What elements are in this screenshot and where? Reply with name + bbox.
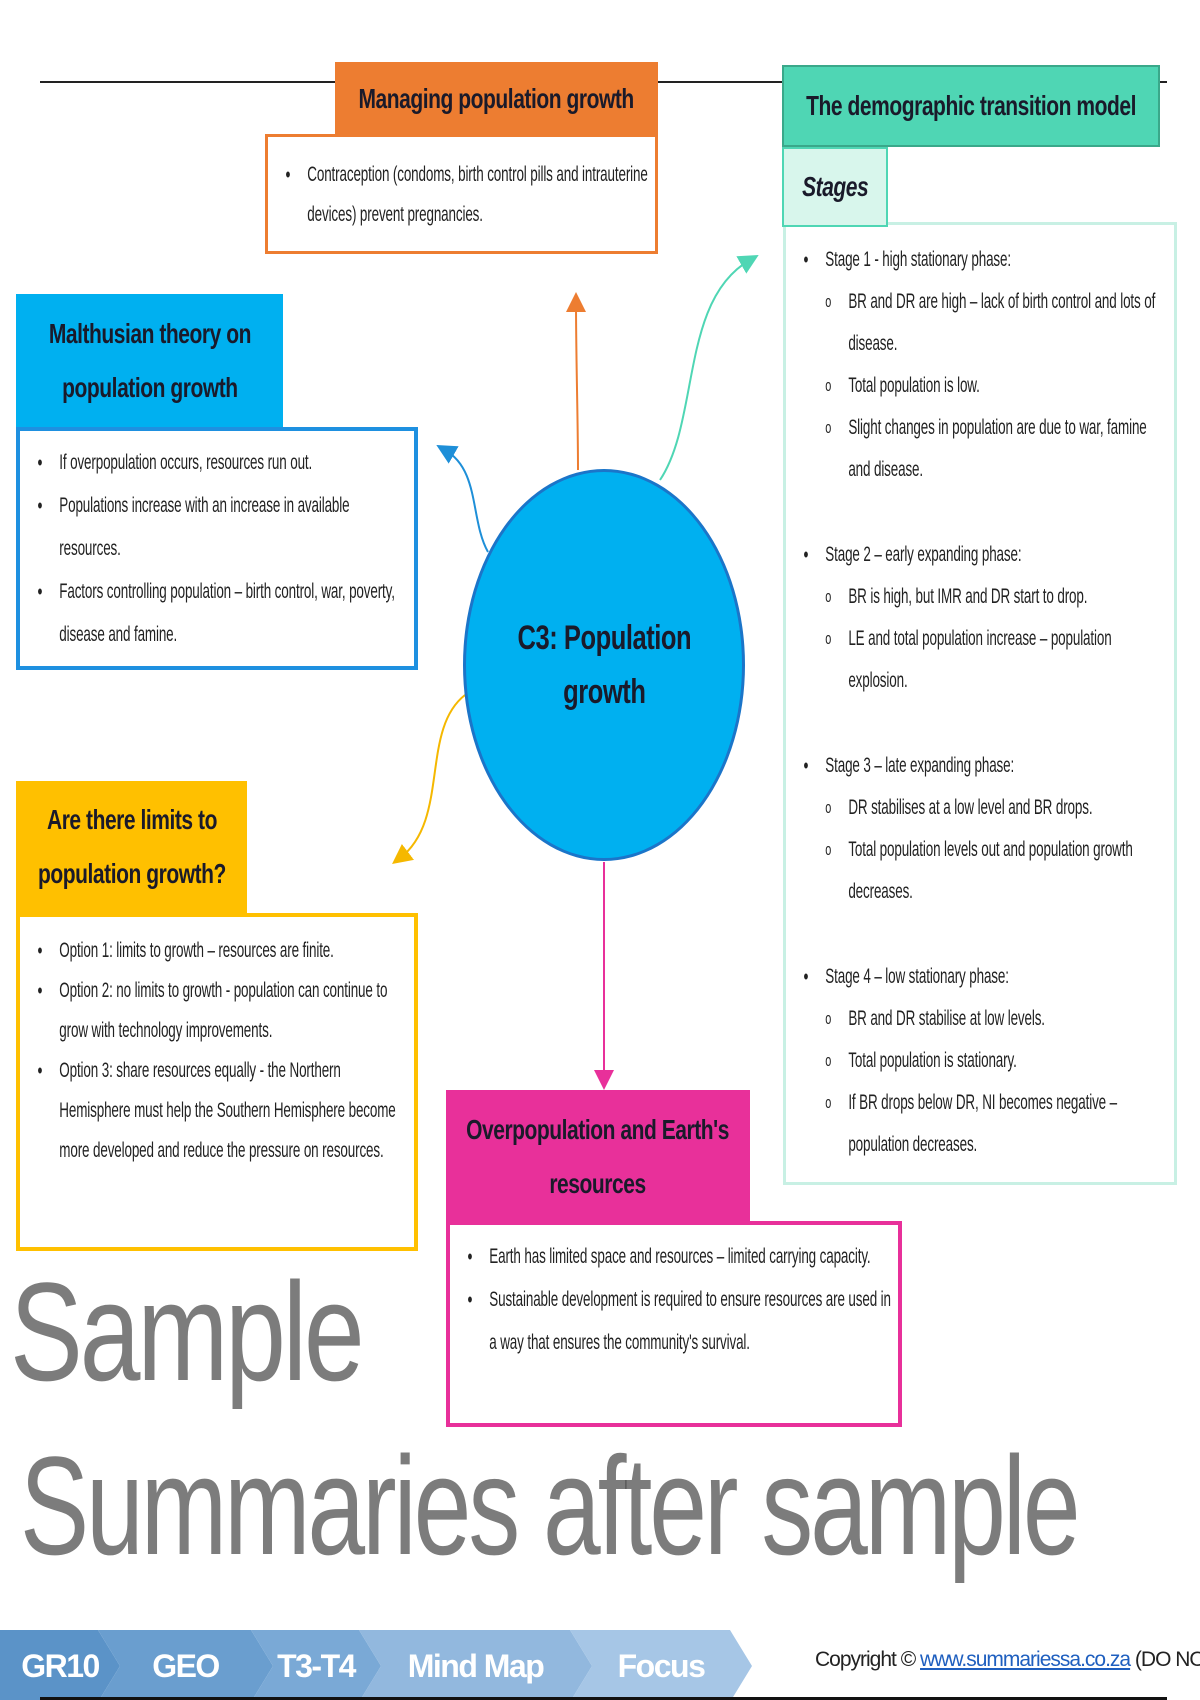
stage-point: BR and DR are high – lack of birth contr… [825,281,1168,365]
stage-3-label: Stage 3 – late expanding phase: [804,745,1168,787]
malthus-title: Malthusian theory on population growth [48,317,251,403]
stage-point: Total population is low. [825,365,1168,407]
overpop-body: Earth has limited space and resources – … [446,1221,902,1427]
arrow-to-limits [392,694,466,865]
dtm-header: The demographic transition model [782,65,1160,147]
overpop-title: Overpopulation and Earth's resources [466,1113,730,1199]
breadcrumb-gr10[interactable]: GR10 [0,1630,120,1700]
arrow-to-malthus [436,445,489,553]
arrow-to-managing [566,292,587,471]
stage-1-label: Stage 1 - high stationary phase: [804,239,1168,281]
breadcrumb-geo[interactable]: GEO [98,1630,273,1700]
arrow-to-dtm [659,255,759,481]
copyright-prefix: Copyright © [815,1648,921,1671]
dtm-stages-tab: Stages [782,147,888,227]
overpop-header: Overpopulation and Earth's resources [446,1090,750,1223]
dtm-stages-label: Stages [801,171,869,202]
malthus-item: Populations increase with an increase in… [38,484,408,570]
malthus-item: If overpopulation occurs, resources run … [38,441,408,484]
managing-item: Contraception (condoms, birth control pi… [286,155,649,235]
dtm-body: Stage 1 - high stationary phase: BR and … [783,222,1177,1185]
copyright-suffix: (DO NOT COPY) [1134,1648,1200,1671]
stage-point: Total population is stationary. [825,1040,1168,1082]
footer-rule [40,1697,1167,1700]
stage-point: BR and DR stabilise at low levels. [825,998,1168,1040]
center-topic: C3: Population growth [463,469,745,861]
breadcrumb-t3-t4[interactable]: T3-T4 [251,1630,381,1700]
overpop-item: Sustainable development is required to e… [468,1278,892,1364]
copyright: Copyright © www.summariessa.co.za (DO NO… [815,1648,1200,1672]
stage-point: Slight changes in population are due to … [825,407,1168,491]
malthus-item: Factors controlling population – birth c… [38,570,408,656]
stage-point: DR stabilises at a low level and BR drop… [825,787,1168,829]
center-title: C3: Population growth [517,619,691,711]
website-link[interactable]: www.summariessa.co.za [920,1648,1131,1671]
overpop-item: Earth has limited space and resources – … [468,1235,892,1278]
managing-title: Managing population growth [358,83,635,114]
limits-item: Option 1: limits to growth – resources a… [38,931,408,971]
stage-point: BR is high, but IMR and DR start to drop… [825,576,1168,618]
breadcrumb-focus[interactable]: Focus [570,1630,752,1700]
malthus-header: Malthusian theory on population growth [16,294,283,427]
stage-point: LE and total population increase – popul… [825,618,1168,702]
limits-item: Option 3: share resources equally - the … [38,1051,408,1171]
dtm-title: The demographic transition model [806,90,1136,121]
limits-body: Option 1: limits to growth – resources a… [16,913,418,1251]
stage-point: If BR drops below DR, NI becomes negativ… [825,1082,1168,1166]
stage-2-label: Stage 2 – early expanding phase: [804,534,1168,576]
managing-body: Contraception (condoms, birth control pi… [265,134,658,254]
limits-item: Option 2: no limits to growth - populati… [38,971,408,1051]
stage-4-label: Stage 4 – low stationary phase: [804,956,1168,998]
managing-header: Managing population growth [335,62,658,136]
stage-point: Total population levels out and populati… [825,829,1168,913]
breadcrumb-mind-map[interactable]: Mind Map [359,1630,592,1700]
limits-header: Are there limits to population growth? [16,781,247,913]
limits-title: Are there limits to population growth? [37,804,226,889]
malthus-body: If overpopulation occurs, resources run … [16,427,418,670]
